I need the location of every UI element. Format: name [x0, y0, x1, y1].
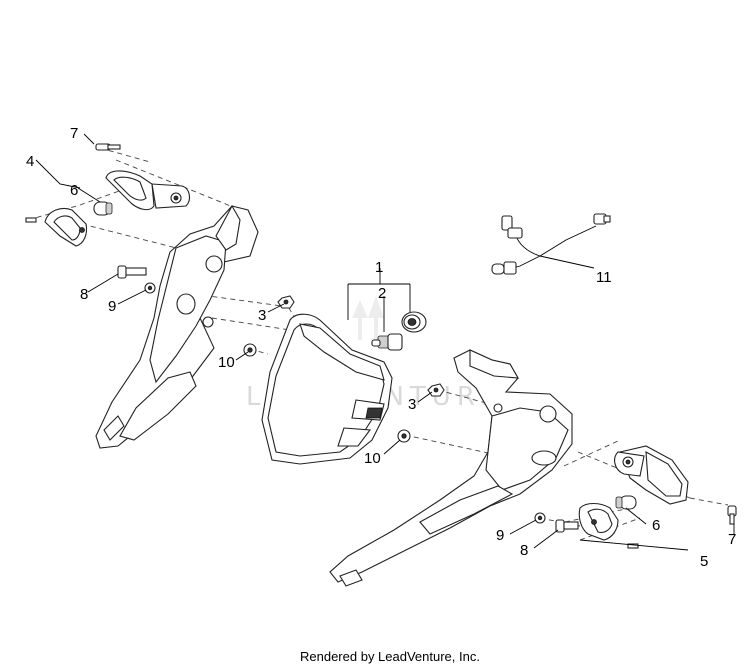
right-washer-9: [534, 512, 546, 524]
callout-9-right: 9: [496, 527, 504, 544]
right-side-cover: [329, 349, 573, 587]
callout-1: 1: [375, 259, 383, 276]
right-bolt-8: [555, 519, 579, 533]
footer-credit: Rendered by LeadVenture, Inc.: [300, 649, 480, 664]
callout-8-right: 8: [520, 542, 528, 559]
left-turn-signal-lens: [44, 207, 88, 247]
right-grommet-10: [397, 429, 411, 443]
right-bulb: [615, 495, 637, 510]
left-turn-signal-housing: [105, 170, 191, 211]
left-washer-9: [144, 282, 156, 294]
callout-8-left: 8: [80, 286, 88, 303]
callout-5: 5: [700, 553, 708, 570]
wiring-harness: [491, 213, 611, 275]
watermark-logo: [352, 296, 384, 344]
callout-10-left: 10: [218, 354, 235, 371]
right-small-screw: [627, 543, 639, 549]
headlight-bulb-2: [371, 333, 403, 351]
callout-3-left: 3: [258, 307, 266, 324]
headlight-socket: [401, 311, 427, 333]
left-bulb: [93, 201, 113, 216]
callout-7-left: 7: [70, 125, 78, 142]
callout-3-right: 3: [408, 396, 416, 413]
callout-9-left: 9: [108, 298, 116, 315]
left-screw-7: [95, 143, 121, 151]
leader-lines: [35, 133, 735, 551]
left-bolt-8: [117, 265, 147, 279]
left-grommet-10: [243, 343, 257, 357]
callout-10-right: 10: [364, 450, 381, 467]
right-nut-3: [427, 383, 445, 397]
callout-6-left: 6: [70, 182, 78, 199]
right-screw-7: [727, 505, 737, 525]
callout-11: 11: [596, 269, 612, 286]
left-small-screw: [25, 217, 37, 223]
left-side-cover: [95, 204, 259, 449]
callout-7-right: 7: [728, 531, 736, 548]
headlight-housing: [261, 313, 393, 465]
right-turn-signal-housing: [614, 445, 689, 505]
callout-4: 4: [26, 153, 34, 170]
right-turn-signal-lens: [578, 502, 619, 541]
callout-2: 2: [378, 285, 386, 302]
callout-6-right: 6: [652, 517, 660, 534]
